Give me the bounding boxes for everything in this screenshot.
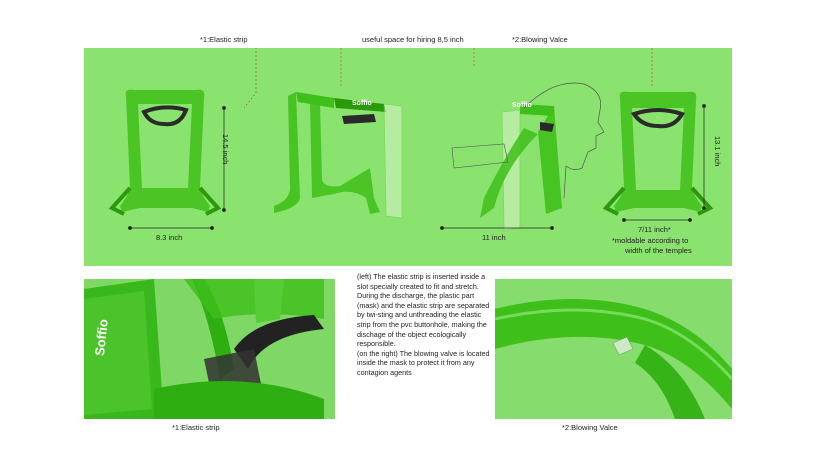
front-dimension-lines — [128, 106, 226, 230]
blowing-valve-label: *2:Blowing Valce — [512, 35, 568, 44]
mask-side-head-view — [451, 82, 605, 231]
side-depth-label: 11 inch — [482, 233, 506, 242]
back-height-label: 13.1 inch — [713, 136, 722, 167]
mask-back-view — [602, 91, 714, 216]
blowing-valve-caption: *2:Blowing Valce — [562, 423, 618, 432]
elastic-strip-label: *1:Elastic strip — [200, 35, 248, 44]
soffio-logo-head-view: Soffio — [512, 102, 532, 109]
front-width-label: 8.3 inch — [156, 233, 183, 242]
mask-front-view — [108, 89, 222, 216]
product-views-drawing — [108, 48, 714, 231]
front-height-label: 14.5 inch — [221, 134, 230, 165]
product-views-panel: Soffio Soffio 14.5 inch 8.3 inch 11 inch… — [84, 48, 732, 266]
description-right: (on the right) The blowing valve is loca… — [357, 348, 490, 377]
side-dimension-lines — [440, 226, 554, 230]
elastic-strip-photo: Soffio — [84, 279, 335, 419]
moldable-note-line1: *moldable according to — [612, 236, 689, 245]
moldable-note-line2: width of the temples — [625, 246, 692, 255]
mask-side-view — [274, 92, 403, 219]
leader-lines — [243, 48, 653, 109]
blowing-valve-photo — [495, 279, 732, 419]
blowing-valve-photo-drawing — [495, 279, 732, 419]
elastic-strip-photo-drawing — [84, 279, 335, 419]
back-dimension-lines — [622, 104, 706, 222]
soffio-logo-side: Soffio — [352, 100, 372, 107]
elastic-strip-caption: *1:Elastic strip — [172, 423, 220, 432]
description-left: (left) The elastic strip is inserted ins… — [357, 272, 490, 349]
back-width-label: 7/11 inch* — [638, 225, 671, 234]
description-text: (left) The elastic strip is inserted ins… — [357, 272, 492, 378]
useful-space-label: useful space for hiring 8,5 inch — [362, 35, 464, 44]
